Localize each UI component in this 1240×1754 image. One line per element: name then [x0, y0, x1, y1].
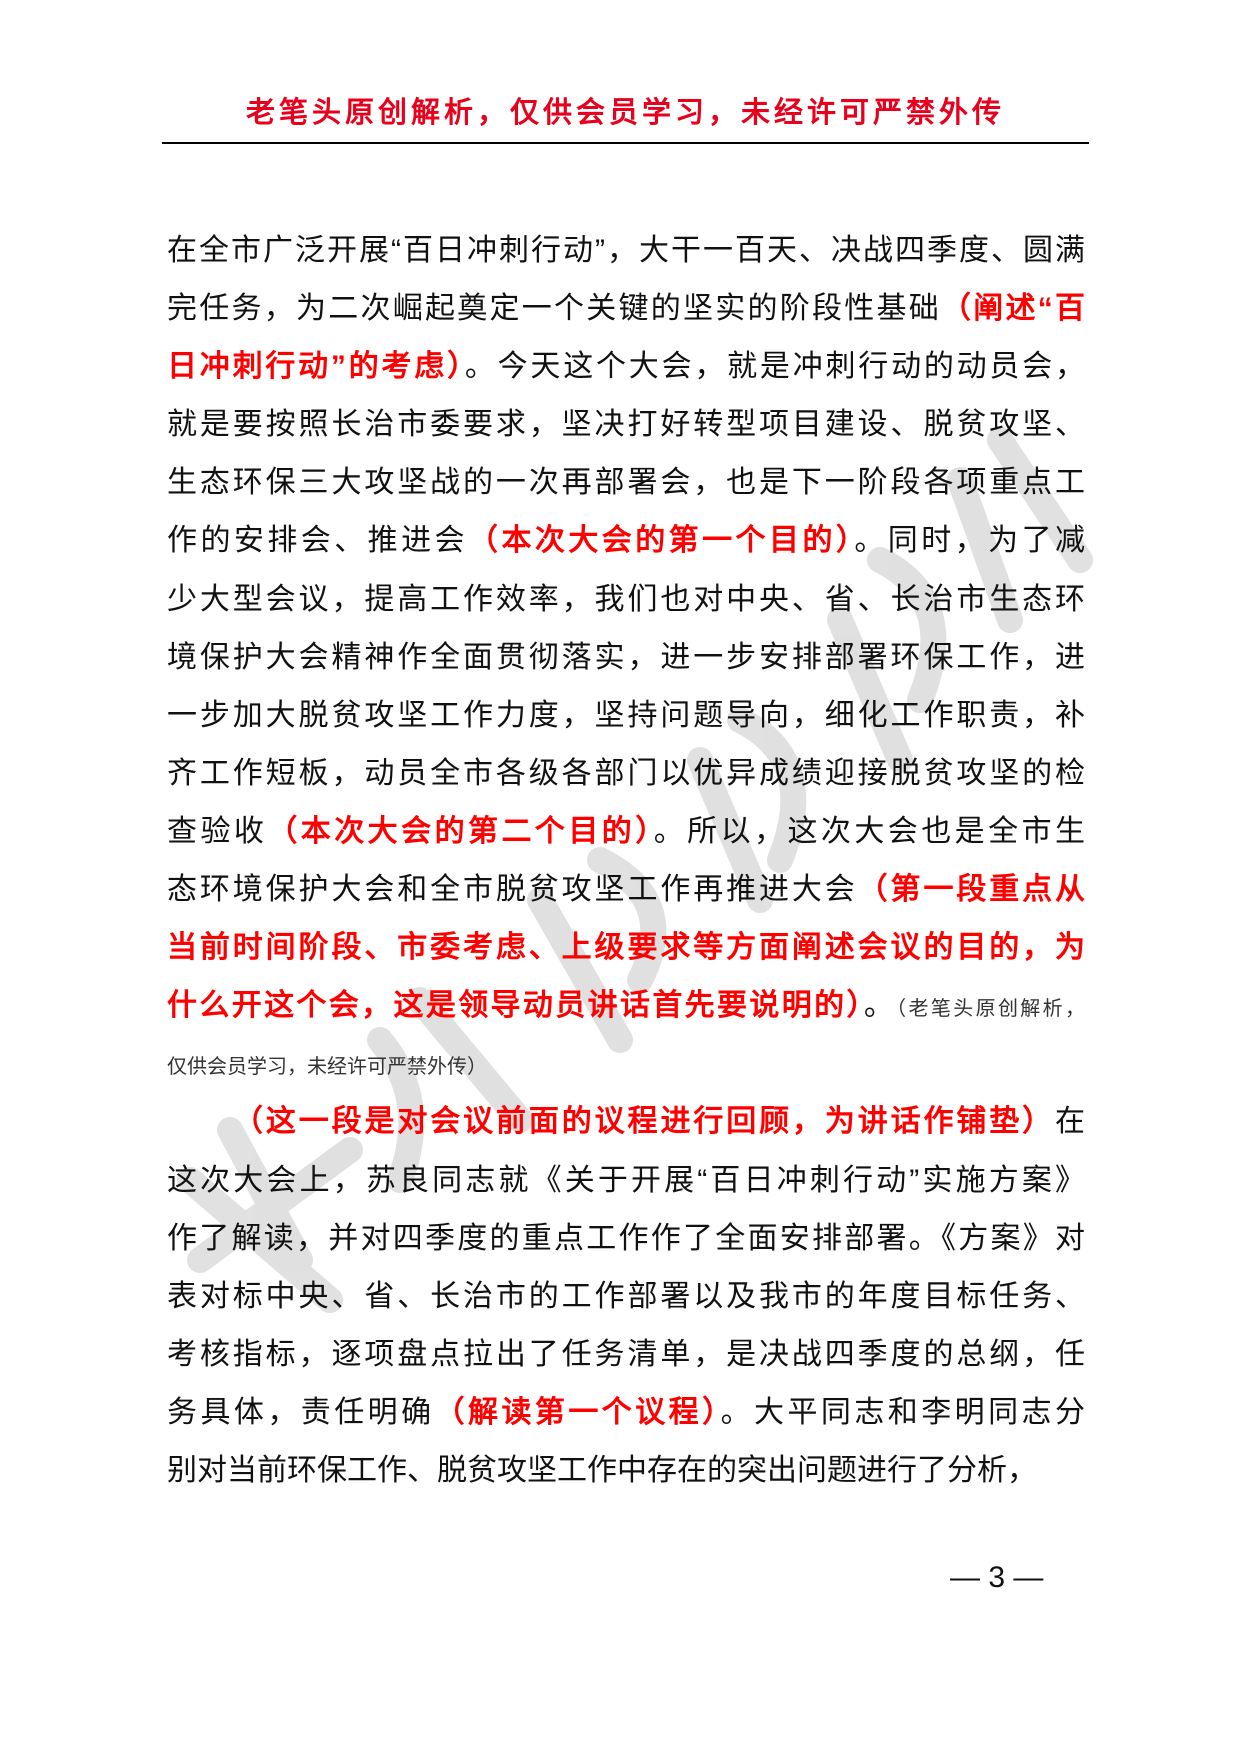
body-text: 。 [863, 989, 897, 1023]
body-text: 在 [1055, 1105, 1085, 1139]
body-text: 少大型会议，提高工作效率，我们也对中央、省、长治市生态环 [167, 582, 1085, 616]
text-line: 就是要按照长治市委要求，坚决打好转型项目建设、脱贫攻坚、 [167, 396, 1085, 454]
copyright-note: （老笔头原创解析， [896, 996, 1085, 1021]
annotation-text: （本次大会的第一个目的） [468, 524, 855, 558]
body-text: 别对当前环保工作、脱贫攻坚工作中存在的突出问题进行了分析， [167, 1453, 1037, 1487]
annotation-text: （本次大会的第二个目的） [267, 814, 654, 848]
body-text: 齐工作短板，动员全市各级各部门以优异成绩迎接脱贫攻坚的检 [167, 756, 1085, 790]
text-line: 务具体，责任明确（解读第一个议程）。大平同志和李明同志分 [167, 1384, 1085, 1442]
text-line: 查验收（本次大会的第二个目的）。所以，这次大会也是全市生 [167, 803, 1085, 861]
text-line: 齐工作短板，动员全市各级各部门以优异成绩迎接脱贫攻坚的检 [167, 745, 1085, 803]
body-text: 。今天这个大会，就是冲刺行动的动员会， [464, 350, 1085, 384]
body-text: 这次大会上，苏良同志就《关于开展“百日冲刺行动”实施方案》 [167, 1163, 1085, 1197]
text-line: 少大型会议，提高工作效率，我们也对中央、省、长治市生态环 [167, 571, 1085, 629]
text-line: 作了解读，并对四季度的重点工作作了全面安排部署。《方案》对 [167, 1210, 1085, 1268]
body-text: 完任务，为二次崛起奠定一个关键的坚实的阶段性基础 [167, 292, 941, 326]
annotation-text: （阐述“百 [941, 292, 1085, 326]
body-text: 作的安排会、推进会 [167, 524, 468, 558]
page-number: — 3 — [950, 1561, 1044, 1594]
text-line: 日冲刺行动”的考虑）。今天这个大会，就是冲刺行动的动员会， [167, 338, 1085, 396]
annotation-text: （解读第一个议程） [434, 1395, 721, 1429]
body-text: 。大平同志和李明同志分 [720, 1395, 1085, 1429]
body-text: 务具体，责任明确 [167, 1395, 435, 1429]
text-line: 仅供会员学习，未经许可严禁外传） [167, 1035, 1085, 1093]
body-text: 查验收 [167, 814, 268, 848]
copyright-notice-header: 老笔头原创解析，仅供会员学习，未经许可严禁外传 [245, 95, 1005, 129]
text-line: 在全市广泛开展“百日冲刺行动”，大干一百天、决战四季度、圆满 [167, 222, 1085, 280]
copyright-note: 仅供会员学习，未经许可严禁外传） [167, 1054, 487, 1079]
annotation-text: 日冲刺行动”的考虑） [167, 350, 465, 384]
body-text: 境保护大会精神作全面贯彻落实，进一步安排部署环保工作，进 [167, 640, 1085, 674]
body-text: 态环境保护大会和全市脱贫攻坚工作再推进大会 [167, 873, 858, 907]
text-line: 一步加大脱贫攻坚工作力度，坚持问题导向，细化工作职责，补 [167, 687, 1085, 745]
annotation-text: 当前时间阶段、市委考虑、上级要求等方面阐述会议的目的，为 [167, 931, 1085, 965]
text-line: 作的安排会、推进会（本次大会的第一个目的）。同时，为了减 [167, 512, 1085, 570]
body-text: 。同时，为了减 [854, 524, 1085, 558]
text-line: 表对标中央、省、长治市的工作部署以及我市的年度目标任务、 [167, 1268, 1085, 1326]
document-body: 在全市广泛开展“百日冲刺行动”，大干一百天、决战四季度、圆满完任务，为二次崛起奠… [167, 222, 1085, 1500]
body-text: 。所以，这次大会也是全市生 [653, 814, 1085, 848]
header-divider [162, 142, 1089, 144]
text-line: 别对当前环保工作、脱贫攻坚工作中存在的突出问题进行了分析， [167, 1442, 1085, 1500]
text-line: 什么开这个会，这是领导动员讲话首先要说明的）。（老笔头原创解析， [167, 977, 1085, 1035]
text-line: 生态环保三大攻坚战的一次再部署会，也是下一阶段各项重点工 [167, 454, 1085, 512]
annotation-text: 什么开这个会，这是领导动员讲话首先要说明的） [167, 989, 864, 1023]
body-text: 一步加大脱贫攻坚工作力度，坚持问题导向，细化工作职责，补 [167, 698, 1085, 732]
text-line: 完任务，为二次崛起奠定一个关键的坚实的阶段性基础（阐述“百 [167, 280, 1085, 338]
annotation-text: （第一段重点从 [857, 873, 1085, 907]
body-text: 考核指标，逐项盘点拉出了任务清单，是决战四季度的总纲，任 [167, 1337, 1085, 1371]
body-text: 生态环保三大攻坚战的一次再部署会，也是下一阶段各项重点工 [167, 466, 1085, 500]
text-line: 当前时间阶段、市委考虑、上级要求等方面阐述会议的目的，为 [167, 919, 1085, 977]
body-text: 表对标中央、省、长治市的工作部署以及我市的年度目标任务、 [167, 1279, 1085, 1313]
text-line: 态环境保护大会和全市脱贫攻坚工作再推进大会（第一段重点从 [167, 861, 1085, 919]
text-line: 境保护大会精神作全面贯彻落实，进一步安排部署环保工作，进 [167, 629, 1085, 687]
body-text: 在全市广泛开展“百日冲刺行动”，大干一百天、决战四季度、圆满 [167, 234, 1085, 267]
text-line: 考核指标，逐项盘点拉出了任务清单，是决战四季度的总纲，任 [167, 1326, 1085, 1384]
annotation-text: （这一段是对会议前面的议程进行回顾，为讲话作铺垫） [233, 1105, 1055, 1139]
body-text: 就是要按照长治市委要求，坚决打好转型项目建设、脱贫攻坚、 [167, 408, 1085, 442]
body-text: 作了解读，并对四季度的重点工作作了全面安排部署。《方案》对 [167, 1221, 1085, 1255]
text-line: （这一段是对会议前面的议程进行回顾，为讲话作铺垫）在 [167, 1093, 1085, 1151]
text-line: 这次大会上，苏良同志就《关于开展“百日冲刺行动”实施方案》 [167, 1152, 1085, 1210]
